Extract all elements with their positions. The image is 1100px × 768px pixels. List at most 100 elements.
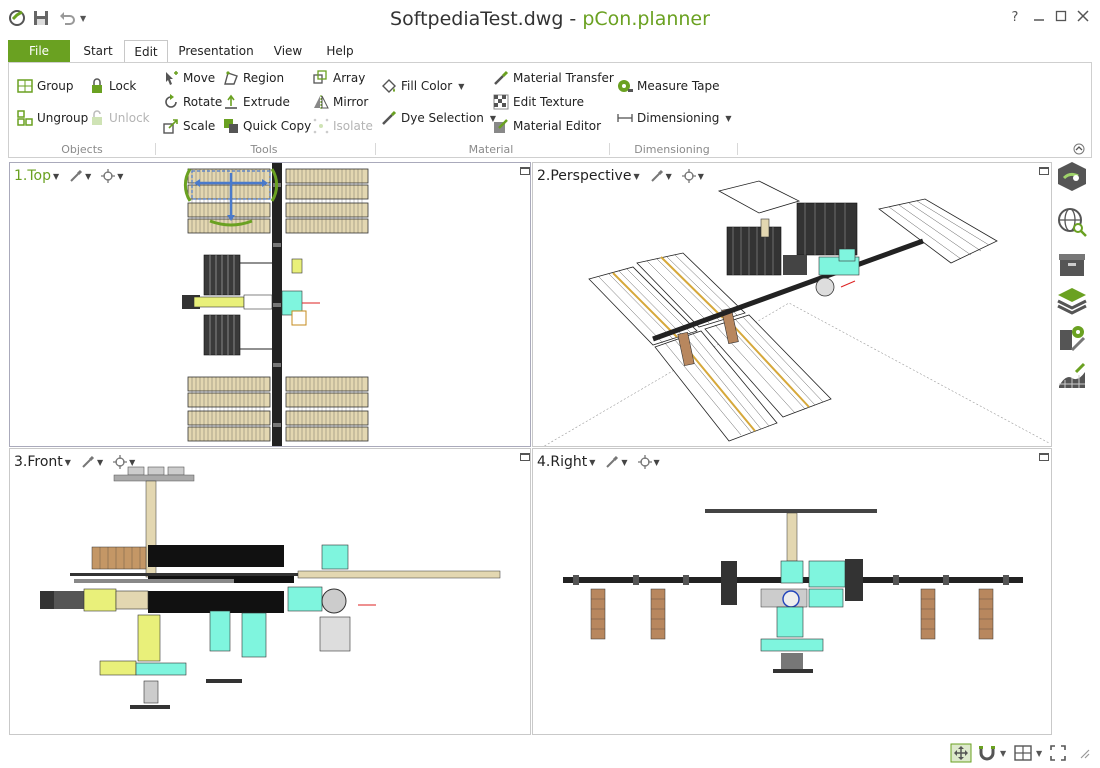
measure-tape-label: Measure Tape xyxy=(637,79,720,93)
dye-selection-button[interactable]: Dye Selection ▼ xyxy=(381,108,496,128)
group-label-material: Material xyxy=(468,143,514,156)
material-transfer-label: Material Transfer xyxy=(513,71,614,85)
camera-dropdown-icon[interactable]: ▼ xyxy=(697,171,704,181)
ungroup-button[interactable]: Ungroup xyxy=(17,108,88,128)
ribbon-edit-panel: Group Ungroup Lock Unlock Move Rotate Sc… xyxy=(8,62,1092,158)
viewport-perspective[interactable]: 2.Perspective ▼ ▼ ▼ xyxy=(532,162,1052,447)
maximize-viewport-icon[interactable] xyxy=(1039,453,1049,461)
tab-file[interactable]: File xyxy=(8,40,70,63)
view-style-icon[interactable] xyxy=(650,169,664,183)
viewport-title-perspective[interactable]: 2.Perspective xyxy=(537,168,632,184)
rotate-button[interactable]: Rotate xyxy=(163,92,222,112)
online-catalog-button[interactable] xyxy=(1054,204,1090,240)
tab-start[interactable]: Start xyxy=(83,44,113,58)
region-button[interactable]: Region xyxy=(223,68,284,88)
viewport-title-right[interactable]: 4.Right xyxy=(537,454,588,470)
extrude-button[interactable]: Extrude xyxy=(223,92,290,112)
camera-target-icon[interactable] xyxy=(101,169,116,183)
maximize-viewport-icon[interactable] xyxy=(520,167,530,175)
maximize-button[interactable] xyxy=(1052,10,1070,26)
group-separator xyxy=(375,143,376,155)
grid-pen-icon xyxy=(1059,362,1086,388)
move-button[interactable]: Move xyxy=(163,68,215,88)
material-settings-button[interactable] xyxy=(1054,320,1090,356)
fullscreen-button[interactable] xyxy=(1050,744,1066,762)
view-style-dropdown-icon[interactable]: ▼ xyxy=(85,171,92,181)
scale-button[interactable]: Scale xyxy=(163,116,215,136)
camera-dropdown-icon[interactable]: ▼ xyxy=(117,171,124,181)
view-style-dropdown-icon[interactable]: ▼ xyxy=(96,457,104,467)
region-icon xyxy=(224,71,238,85)
extrude-label: Extrude xyxy=(243,95,290,109)
viewport-menu-dropdown-icon[interactable]: ▼ xyxy=(64,457,71,467)
snap-magnet-button[interactable] xyxy=(978,744,996,762)
collapse-ribbon-icon[interactable] xyxy=(1073,143,1085,155)
viewport-menu-dropdown-icon[interactable]: ▼ xyxy=(52,171,60,181)
view-style-icon[interactable] xyxy=(605,455,619,469)
viewport-menu-dropdown-icon[interactable]: ▼ xyxy=(589,457,596,467)
save-icon[interactable] xyxy=(32,8,50,28)
tab-help[interactable]: Help xyxy=(326,44,354,58)
layers-button[interactable] xyxy=(1054,282,1090,318)
group-label-objects: Objects xyxy=(61,143,103,156)
viewport-top[interactable]: 1.Top ▼ ▼ ▼ xyxy=(9,162,531,447)
material-editor-button[interactable]: Material Editor xyxy=(493,116,601,136)
camera-target-icon[interactable] xyxy=(681,169,696,183)
object-properties-button[interactable] xyxy=(1054,158,1090,194)
help-button[interactable]: ? xyxy=(1011,10,1019,25)
layout-dropdown-icon[interactable]: ▼ xyxy=(1036,748,1043,758)
quick-access-dropdown-icon[interactable]: ▼ xyxy=(80,13,87,23)
article-catalog-button[interactable] xyxy=(1054,246,1090,282)
view-style-dropdown-icon[interactable]: ▼ xyxy=(621,457,628,467)
viewport-title-top[interactable]: 1.Top xyxy=(14,168,51,184)
fill-color-button[interactable]: Fill Color ▼ xyxy=(381,76,464,96)
camera-target-icon[interactable] xyxy=(113,455,128,469)
group-label-tools: Tools xyxy=(250,143,278,156)
maximize-viewport-icon[interactable] xyxy=(520,453,530,461)
dimensioning-dropdown-icon: ▼ xyxy=(725,113,732,123)
camera-target-icon[interactable] xyxy=(637,455,652,469)
unlock-button[interactable]: Unlock xyxy=(89,108,150,128)
minimize-button[interactable] xyxy=(1030,10,1048,26)
close-button[interactable] xyxy=(1074,10,1092,26)
group-separator xyxy=(737,143,738,155)
extrude-icon xyxy=(225,94,237,109)
snap-dropdown-icon[interactable]: ▼ xyxy=(1000,748,1007,758)
mirror-button[interactable]: Mirror xyxy=(313,92,368,112)
tab-edit[interactable]: Edit xyxy=(124,40,168,64)
app-name: pCon.planner xyxy=(582,8,710,30)
lock-button[interactable]: Lock xyxy=(89,76,136,96)
maximize-viewport-icon[interactable] xyxy=(1039,167,1049,175)
tab-presentation[interactable]: Presentation xyxy=(178,44,254,58)
pan-tool-button[interactable] xyxy=(950,743,972,763)
view-style-icon[interactable] xyxy=(81,455,95,469)
viewport-front[interactable]: 3.Front ▼ ▼ ▼ xyxy=(9,448,531,735)
measure-tape-button[interactable]: Measure Tape xyxy=(617,76,720,96)
terrain-button[interactable] xyxy=(1054,358,1090,394)
camera-dropdown-icon[interactable]: ▼ xyxy=(653,457,660,467)
undo-icon[interactable] xyxy=(58,8,76,28)
group-button[interactable]: Group xyxy=(17,76,74,96)
edit-texture-button[interactable]: Edit Texture xyxy=(493,92,584,112)
viewport-layout-button[interactable] xyxy=(1014,744,1032,762)
app-logo-icon[interactable] xyxy=(8,8,26,28)
array-button[interactable]: Array xyxy=(313,68,365,88)
view-style-dropdown-icon[interactable]: ▼ xyxy=(665,171,672,181)
viewport-menu-dropdown-icon[interactable]: ▼ xyxy=(633,171,640,181)
quick-copy-button[interactable]: Quick Copy xyxy=(223,116,311,136)
isolate-button[interactable]: Isolate xyxy=(313,116,373,136)
material-editor-icon xyxy=(494,119,508,133)
view-style-icon[interactable] xyxy=(69,169,83,183)
scale-icon xyxy=(163,119,178,134)
resize-grip-icon[interactable] xyxy=(1078,744,1090,762)
viewport-title-front[interactable]: 3.Front xyxy=(14,454,63,470)
dimensioning-button[interactable]: Dimensioning ▼ xyxy=(617,108,732,128)
viewport-header-top: 1.Top ▼ ▼ ▼ xyxy=(14,165,129,187)
globe-search-icon xyxy=(1058,208,1087,237)
material-transfer-button[interactable]: Material Transfer xyxy=(493,68,614,88)
tab-view[interactable]: View xyxy=(273,44,303,58)
array-icon xyxy=(313,70,327,84)
camera-dropdown-icon[interactable]: ▼ xyxy=(129,457,136,467)
viewport-right[interactable]: 4.Right ▼ ▼ ▼ xyxy=(532,448,1052,735)
status-bar: ▼ ▼ xyxy=(0,736,1100,768)
